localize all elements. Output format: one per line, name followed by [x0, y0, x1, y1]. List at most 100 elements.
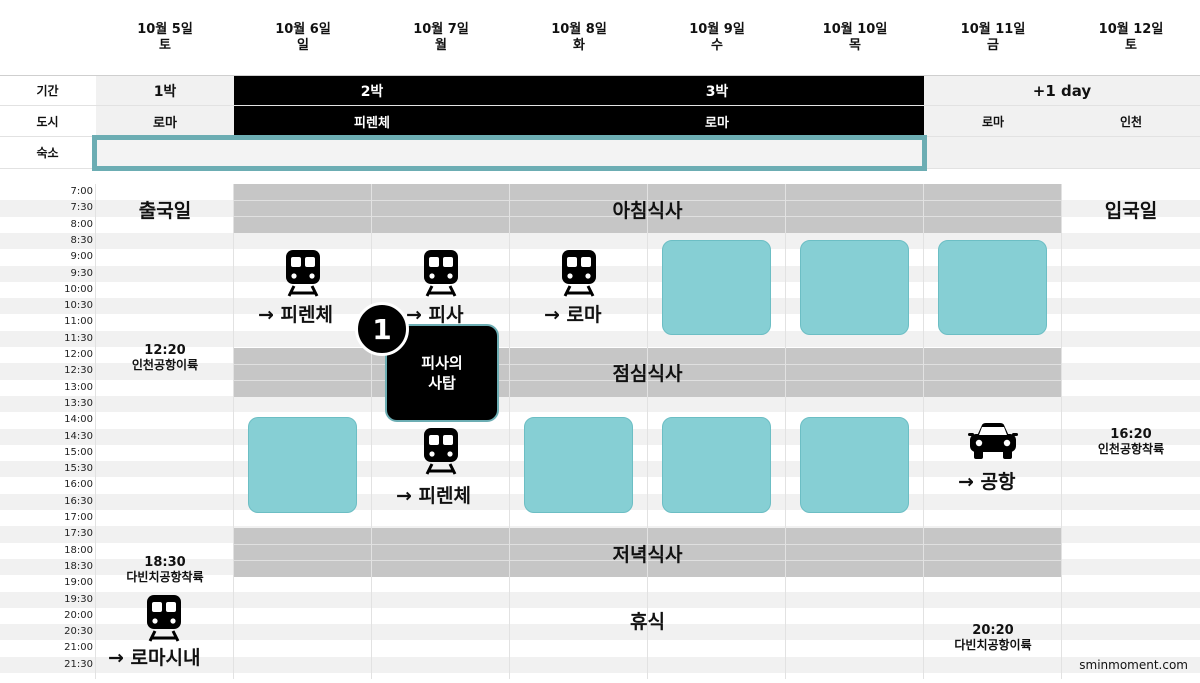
- time-label: 10:30: [64, 300, 93, 312]
- car-icon: [968, 423, 1018, 459]
- route-back-florence: → 피렌체: [396, 485, 471, 507]
- day-weekday: 일: [297, 38, 309, 53]
- time-label: 9:30: [70, 267, 93, 279]
- time-label: 19:30: [64, 593, 93, 605]
- time-label: 9:00: [70, 251, 93, 263]
- rome-depart-note: 20:20 다빈치공항이륙: [924, 623, 1062, 652]
- column-divider: [371, 184, 372, 679]
- watermark: sminmoment.com: [1079, 658, 1188, 672]
- time-label: 7:30: [70, 202, 93, 214]
- time-label: 11:00: [64, 316, 93, 328]
- day-weekday: 금: [987, 38, 999, 53]
- day-date: 10월 6일: [275, 22, 331, 37]
- time-label: 13:30: [64, 397, 93, 409]
- train-icon: [424, 428, 458, 475]
- time-label: 15:30: [64, 463, 93, 475]
- time-label: 18:00: [64, 544, 93, 556]
- activity-block[interactable]: [800, 240, 909, 335]
- column-divider: [1061, 184, 1062, 679]
- day-date: 10월 10일: [822, 22, 888, 37]
- time-label: 12:30: [64, 365, 93, 377]
- train-icon: [147, 595, 181, 642]
- city-incheon: 인천: [1062, 106, 1200, 136]
- time-label: 16:30: [64, 495, 93, 507]
- city-rome-last: 로마: [924, 106, 1062, 136]
- period-florence: 2박: [360, 83, 384, 100]
- day-weekday: 화: [573, 38, 585, 53]
- city-black-bar: [234, 106, 924, 136]
- day-weekday: 월: [435, 38, 447, 53]
- time-label: 21:00: [64, 642, 93, 654]
- lunch-label: 점심식사: [612, 362, 683, 385]
- stay-row-label: 숙소: [36, 146, 59, 160]
- time-label: 13:00: [64, 381, 93, 393]
- day-weekday: 토: [1125, 38, 1137, 53]
- route-to-florence: → 피렌체: [258, 304, 333, 326]
- time-label: 8:00: [70, 218, 93, 230]
- column-divider: [923, 184, 924, 679]
- activity-block[interactable]: [248, 417, 357, 513]
- city-florence: 피렌체: [354, 115, 390, 131]
- note-time: 12:20: [144, 343, 186, 358]
- schedule-stripe: [0, 395, 1200, 413]
- column-divider: [509, 184, 510, 679]
- column-divider: [647, 184, 648, 679]
- time-label: 21:30: [64, 658, 93, 670]
- train-icon: [424, 250, 458, 297]
- activity-block[interactable]: [662, 240, 771, 335]
- arrival-day-title: 입국일: [1104, 199, 1158, 222]
- day-weekday: 토: [159, 38, 171, 53]
- activity-block[interactable]: [938, 240, 1047, 335]
- time-label: 20:00: [64, 609, 93, 621]
- day-date: 10월 8일: [551, 22, 607, 37]
- schedule-stripe: [0, 591, 1200, 608]
- city-rome1: 로마: [96, 106, 234, 136]
- route-to-rome: → 로마: [544, 304, 602, 326]
- schedule-stripe: [0, 575, 1200, 592]
- day-date: 10월 5일: [137, 22, 193, 37]
- time-label: 10:00: [64, 283, 93, 295]
- period-rome1: 1박: [96, 76, 234, 105]
- route-to-pisa: → 피사: [406, 304, 464, 326]
- note-text: 인천공항이륙: [131, 358, 199, 372]
- note-time: 16:20: [1110, 427, 1152, 442]
- time-label: 7:00: [70, 186, 93, 197]
- time-label: 14:30: [64, 430, 93, 442]
- schedule-stripe: [0, 607, 1200, 625]
- schedule-stripe: [0, 640, 1200, 657]
- schedule-stripe: [0, 510, 1200, 527]
- activity-block[interactable]: [524, 417, 633, 513]
- card-line: 피사의: [421, 354, 463, 372]
- column-divider: [785, 184, 786, 679]
- schedule-stripe: [0, 656, 1200, 673]
- note-text: 다빈치공항이륙: [954, 638, 1032, 652]
- note-text: 인천공항착륙: [1097, 442, 1165, 456]
- time-label: 20:30: [64, 626, 93, 638]
- activity-block[interactable]: [800, 417, 909, 513]
- day-weekday: 목: [849, 38, 861, 53]
- breakfast-label: 아침식사: [612, 199, 683, 222]
- activity-block[interactable]: [662, 417, 771, 513]
- time-label: 15:00: [64, 446, 93, 458]
- train-icon: [562, 250, 596, 297]
- card-line: 사탑: [428, 374, 456, 392]
- divider: [0, 75, 1200, 76]
- day-date: 10월 11일: [960, 22, 1026, 37]
- day-date: 10월 9일: [689, 22, 745, 37]
- stay-input-box[interactable]: [92, 135, 927, 171]
- route-to-rome-city: → 로마시내: [108, 647, 201, 669]
- dinner-label: 저녁식사: [612, 543, 683, 566]
- city-rome3: 로마: [705, 115, 729, 131]
- time-label: 11:30: [64, 332, 93, 344]
- note-text: 다빈치공항착륙: [126, 570, 204, 584]
- period-extra: +1 day: [924, 76, 1200, 105]
- incheon-landing-note: 16:20 인천공항착륙: [1062, 427, 1200, 456]
- time-label: 14:00: [64, 414, 93, 426]
